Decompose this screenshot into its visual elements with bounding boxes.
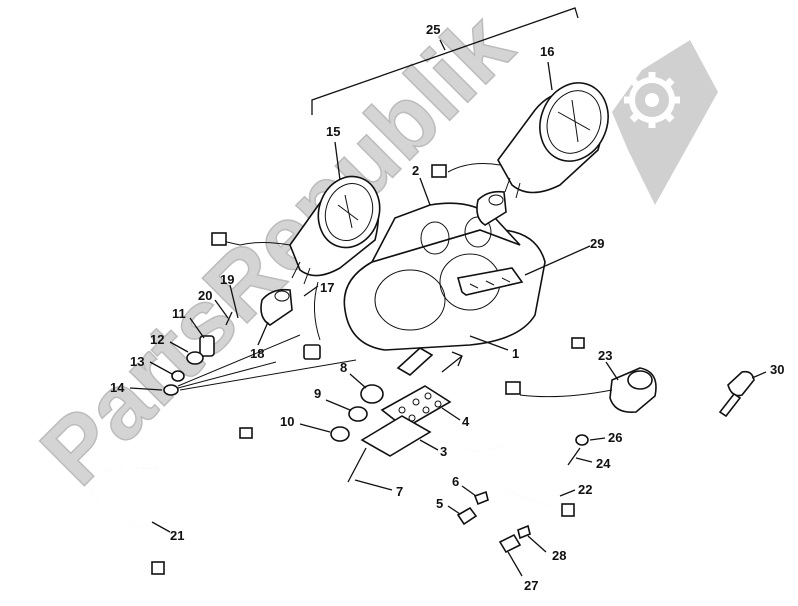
callout-1: 1 xyxy=(512,346,519,361)
callout-15: 15 xyxy=(326,124,340,139)
tachometer-cable xyxy=(457,337,585,517)
gear-icon xyxy=(624,72,680,128)
spacer xyxy=(199,335,215,357)
leader-27 xyxy=(507,551,523,577)
tachometer-gauge xyxy=(431,82,609,199)
callout-labels: 1 2 3 4 5 6 7 8 9 10 11 12 13 14 15 16 1… xyxy=(110,22,784,593)
leader-3 xyxy=(419,439,439,451)
leader-12 xyxy=(169,341,189,353)
bulb xyxy=(473,490,489,506)
callout-24: 24 xyxy=(596,456,611,471)
callout-28: 28 xyxy=(552,548,566,563)
bulb-28 xyxy=(517,524,531,540)
leader-2 xyxy=(419,177,431,206)
callout-10: 10 xyxy=(280,414,294,429)
ignition-switch xyxy=(505,367,657,414)
bulb-socket-27 xyxy=(498,533,522,554)
callout-8: 8 xyxy=(340,360,347,375)
arrow-icon xyxy=(441,351,463,373)
callout-5: 5 xyxy=(436,496,443,511)
leader-21 xyxy=(151,521,171,533)
leader-18 xyxy=(257,321,269,346)
callout-14: 14 xyxy=(110,380,125,395)
leader-23 xyxy=(605,361,619,381)
watermark: PartsRepublik xyxy=(21,0,718,505)
leader-1 xyxy=(469,335,509,351)
callout-20: 20 xyxy=(198,288,212,303)
connector-plug xyxy=(303,344,321,360)
support-bracket xyxy=(360,415,432,457)
callout-13: 13 xyxy=(130,354,144,369)
callout-7: 7 xyxy=(396,484,403,499)
callout-21: 21 xyxy=(170,528,184,543)
leader-15 xyxy=(334,141,341,181)
leader-29 xyxy=(524,245,591,276)
leader-7 xyxy=(354,479,393,491)
washer-9 xyxy=(348,406,368,422)
leader-30 xyxy=(751,371,767,379)
leader-16 xyxy=(547,61,553,91)
screw xyxy=(225,311,233,326)
nut xyxy=(163,384,179,396)
watermark-flag xyxy=(612,40,718,205)
leader-14 xyxy=(129,387,163,391)
bolt xyxy=(347,447,367,483)
leader-9 xyxy=(325,399,351,411)
callout-18: 18 xyxy=(250,346,264,361)
leader-19 xyxy=(229,284,239,319)
callout-4: 4 xyxy=(462,414,470,429)
callout-25: 25 xyxy=(426,22,440,37)
leader-4 xyxy=(441,407,461,421)
callout-27: 27 xyxy=(524,578,538,593)
rubber-mount xyxy=(360,384,384,404)
callout-3: 3 xyxy=(440,444,447,459)
callout-11: 11 xyxy=(172,306,186,321)
nut-10 xyxy=(330,426,350,442)
leader-8 xyxy=(349,373,367,389)
callout-30: 30 xyxy=(770,362,784,377)
callout-29: 29 xyxy=(590,236,604,251)
leader-5 xyxy=(447,505,461,515)
speedometer-gauge xyxy=(211,175,381,285)
callout-19: 19 xyxy=(220,272,234,287)
ignition-washer xyxy=(575,434,589,446)
leader-10 xyxy=(299,423,331,433)
speedometer-cable xyxy=(91,427,253,575)
bulb-socket xyxy=(456,506,478,526)
leader-25 xyxy=(439,39,446,51)
grommet xyxy=(186,351,204,365)
callout-16: 16 xyxy=(540,44,554,59)
leader-6 xyxy=(461,485,477,497)
leader-13 xyxy=(149,361,173,375)
washer xyxy=(171,370,185,382)
mount-lines xyxy=(177,334,357,391)
callout-2: 2 xyxy=(412,163,419,178)
leader-20 xyxy=(214,299,229,319)
callout-17: 17 xyxy=(320,280,334,295)
callout-26: 26 xyxy=(608,430,622,445)
callout-6: 6 xyxy=(452,474,459,489)
group-bracket xyxy=(311,7,579,115)
ignition-bolt xyxy=(567,447,581,466)
leader-17 xyxy=(303,285,319,297)
callout-9: 9 xyxy=(314,386,321,401)
leader-11 xyxy=(189,317,205,339)
leader-22 xyxy=(559,489,576,497)
callout-23: 23 xyxy=(598,348,612,363)
ignition-key xyxy=(718,370,755,418)
warning-light-panel xyxy=(456,267,524,296)
mount-bracket-right xyxy=(476,190,507,226)
leader-26 xyxy=(589,437,606,441)
callout-12: 12 xyxy=(150,332,164,347)
leader-24 xyxy=(575,457,593,463)
callout-22: 22 xyxy=(578,482,592,497)
leader-28 xyxy=(527,535,547,553)
mount-bracket-left xyxy=(260,288,293,326)
